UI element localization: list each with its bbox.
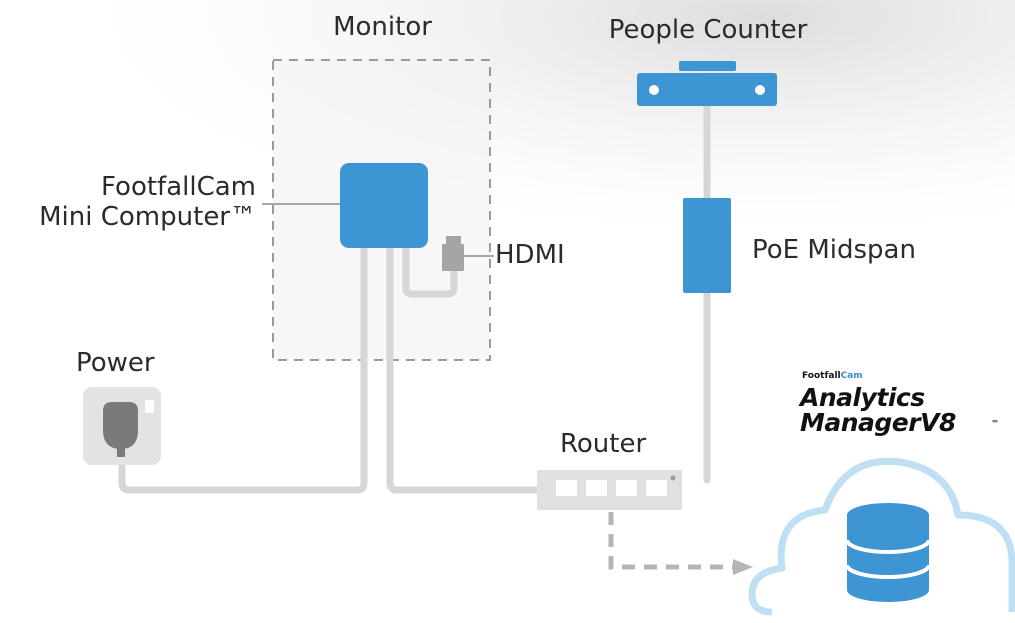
power-cable [118, 244, 368, 494]
hdmi-connector-icon [442, 236, 464, 271]
cloud-connection [608, 512, 753, 575]
router-icon [537, 470, 682, 510]
cables [118, 102, 711, 494]
monitor-label: Monitor [333, 12, 432, 42]
network-cable [386, 244, 544, 494]
mini-computer-icon [340, 163, 428, 248]
mini-computer-label-line2: Mini Computer™ [39, 202, 256, 232]
poe-midspan-icon [683, 198, 731, 293]
people-counter-label: People Counter [608, 15, 808, 45]
brand-part2: Cam [840, 371, 863, 381]
mini-computer-label-line1: FootfallCam [101, 172, 256, 202]
hdmi-cable [402, 244, 458, 298]
mini-computer-label: FootfallCam Mini Computer™ [0, 172, 256, 232]
brand-part1: Footfall [802, 371, 841, 381]
poe-midspan-label: PoE Midspan [752, 235, 916, 265]
people-counter-icon [637, 61, 777, 106]
background-fog [0, 0, 1015, 330]
router-label: Router [560, 429, 647, 459]
product-trademark: ™ [991, 419, 999, 428]
product-name-line1: Analytics [800, 383, 925, 412]
power-socket-icon [83, 387, 161, 465]
power-label: Power [76, 348, 155, 378]
hdmi-label: HDMI [495, 240, 565, 270]
brand-logo-small: FootfallCam [802, 371, 863, 381]
product-name-line2: ManagerV8 [800, 408, 956, 437]
database-icon [845, 503, 931, 602]
